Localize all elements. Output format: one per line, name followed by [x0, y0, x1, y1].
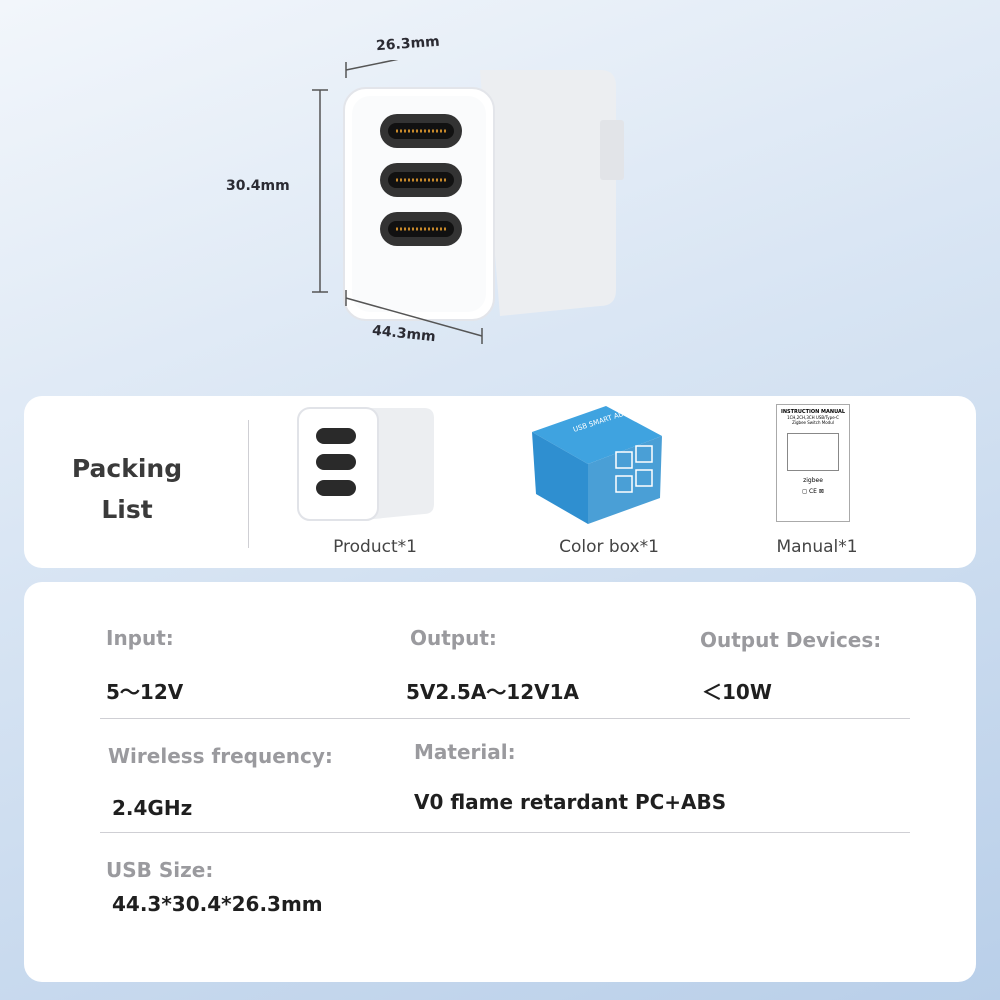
spec-divider-1 [100, 718, 910, 719]
packing-title-line1: Packing [71, 454, 183, 483]
manual-thumbnail: INSTRUCTION MANUAL 1CH,2CH,3CH USB/Type-… [776, 404, 850, 522]
manual-cert-icons: ◻ CE ⊠ [802, 488, 824, 495]
color-box-caption: Color box*1 [559, 537, 659, 557]
manual-subtitle: 1CH,2CH,3CH USB/Type-C [787, 415, 839, 420]
product-caption: Product*1 [333, 537, 417, 557]
manual-title: INSTRUCTION MANUAL [780, 409, 846, 415]
wireless-frequency-label: Wireless frequency: [108, 744, 333, 768]
product-illustration [312, 60, 624, 344]
input-value: 5～12V [106, 680, 184, 704]
manual-caption: Manual*1 [776, 537, 858, 557]
wireless-frequency-value: 2.4GHz [112, 796, 193, 820]
usb-size-label: USB Size: [106, 858, 214, 882]
width-dimension-label: 26.3mm [375, 33, 441, 55]
product-thumbnail [297, 407, 434, 521]
output-devices-value: ＜10W [702, 680, 772, 704]
packing-title-line2: List [101, 495, 153, 524]
usb-size-value: 44.3*30.4*26.3mm [112, 892, 323, 916]
material-label: Material: [414, 740, 516, 764]
specs-card [24, 582, 976, 982]
material-value: V0 flame retardant PC+ABS [414, 790, 727, 814]
packing-list-title: Packing List [62, 448, 192, 530]
manual-diagram [787, 433, 839, 471]
height-dimension-label: 30.4mm [226, 178, 290, 194]
manual-brand: zigbee [803, 477, 823, 484]
color-box-thumbnail: USB SMART ADAPTER [532, 403, 662, 524]
output-value: 5V2.5A～12V1A [406, 680, 580, 704]
spec-divider-2 [100, 832, 910, 833]
input-label: Input: [106, 626, 174, 650]
output-label: Output: [410, 626, 497, 650]
output-devices-label: Output Devices: [700, 628, 882, 652]
manual-subtitle-2: Zigbee Switch Modul [792, 420, 834, 425]
packing-divider [248, 420, 249, 548]
